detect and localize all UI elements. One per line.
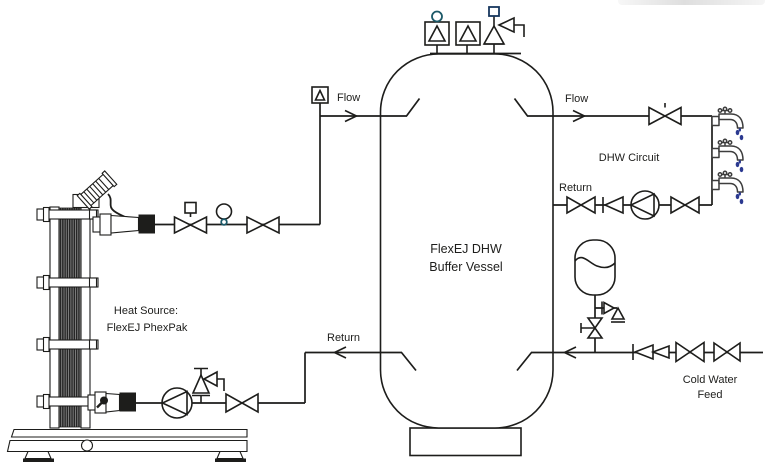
buffer-vessel — [379, 53, 554, 429]
cold-water-label-2: Feed — [697, 389, 722, 401]
heat-source-label-1: Heat Source: — [114, 305, 178, 317]
motorised-valve — [173, 201, 208, 235]
flow-label-left: Flow — [337, 92, 360, 104]
vessel-label-1: FlexEJ DHW — [430, 242, 502, 256]
air-vent-1 — [424, 10, 450, 54]
cold-feed-double-check-valve — [632, 343, 670, 361]
air-vent-riser — [311, 86, 329, 104]
temperature-sensor — [215, 203, 233, 226]
return-label-right: Return — [559, 182, 592, 194]
vessel-label-2: Buffer Vessel — [429, 260, 502, 274]
tap-3 — [711, 170, 745, 205]
dhw-circuit-label: DHW Circuit — [599, 152, 660, 164]
heat-source-label-2: FlexEJ PhexPak — [107, 322, 188, 334]
dhw-flow-valve — [648, 103, 682, 126]
air-vent-2 — [455, 21, 481, 54]
hx-drain-handle — [96, 399, 105, 409]
plate-heat-exchanger — [6, 170, 248, 462]
hx-plate-pack — [58, 207, 82, 428]
primary-return-valve — [225, 392, 259, 414]
cold-feed-valve-1 — [675, 340, 705, 364]
tap-2 — [711, 138, 745, 173]
expansion-relief-valve — [610, 306, 626, 323]
lockshield-valve — [580, 317, 604, 339]
dhw-pump — [629, 190, 660, 220]
flow-label-right: Flow — [565, 93, 588, 105]
flow-arrow-left — [344, 109, 359, 123]
return-label-bottom: Return — [327, 332, 360, 344]
tap-1 — [711, 106, 745, 141]
return-arrow-bottom — [332, 346, 347, 359]
window-edge-shadow — [618, 0, 765, 5]
dhw-return-check-valve — [602, 195, 624, 215]
cold-feed-valve-2 — [713, 341, 741, 363]
hx-base — [6, 428, 248, 462]
dhw-return-valve-1 — [566, 195, 596, 215]
hx-sensor-cable — [107, 193, 126, 218]
expansion-vessel — [574, 239, 616, 296]
hx-bottom-port — [87, 391, 136, 414]
cold-water-label-1: Cold Water — [683, 374, 738, 386]
dhw-return-valve-2 — [670, 195, 700, 215]
primary-flow-valve — [246, 215, 280, 235]
hx-angled-connection — [76, 170, 118, 210]
relief-actuator-icon — [488, 6, 500, 17]
primary-relief-valve — [191, 367, 225, 403]
safety-relief-valve-top — [482, 6, 525, 54]
hx-top-port — [92, 213, 155, 236]
vessel-nozzles — [380, 97, 553, 372]
expansion-check-valve — [601, 301, 616, 315]
cold-feed-arrow — [562, 346, 577, 359]
vessel-skirt-base — [409, 427, 522, 457]
hx-bolts — [36, 206, 98, 410]
primary-pump — [160, 387, 193, 419]
air-vent-cap-icon — [431, 10, 443, 23]
flow-arrow-right — [572, 109, 587, 123]
